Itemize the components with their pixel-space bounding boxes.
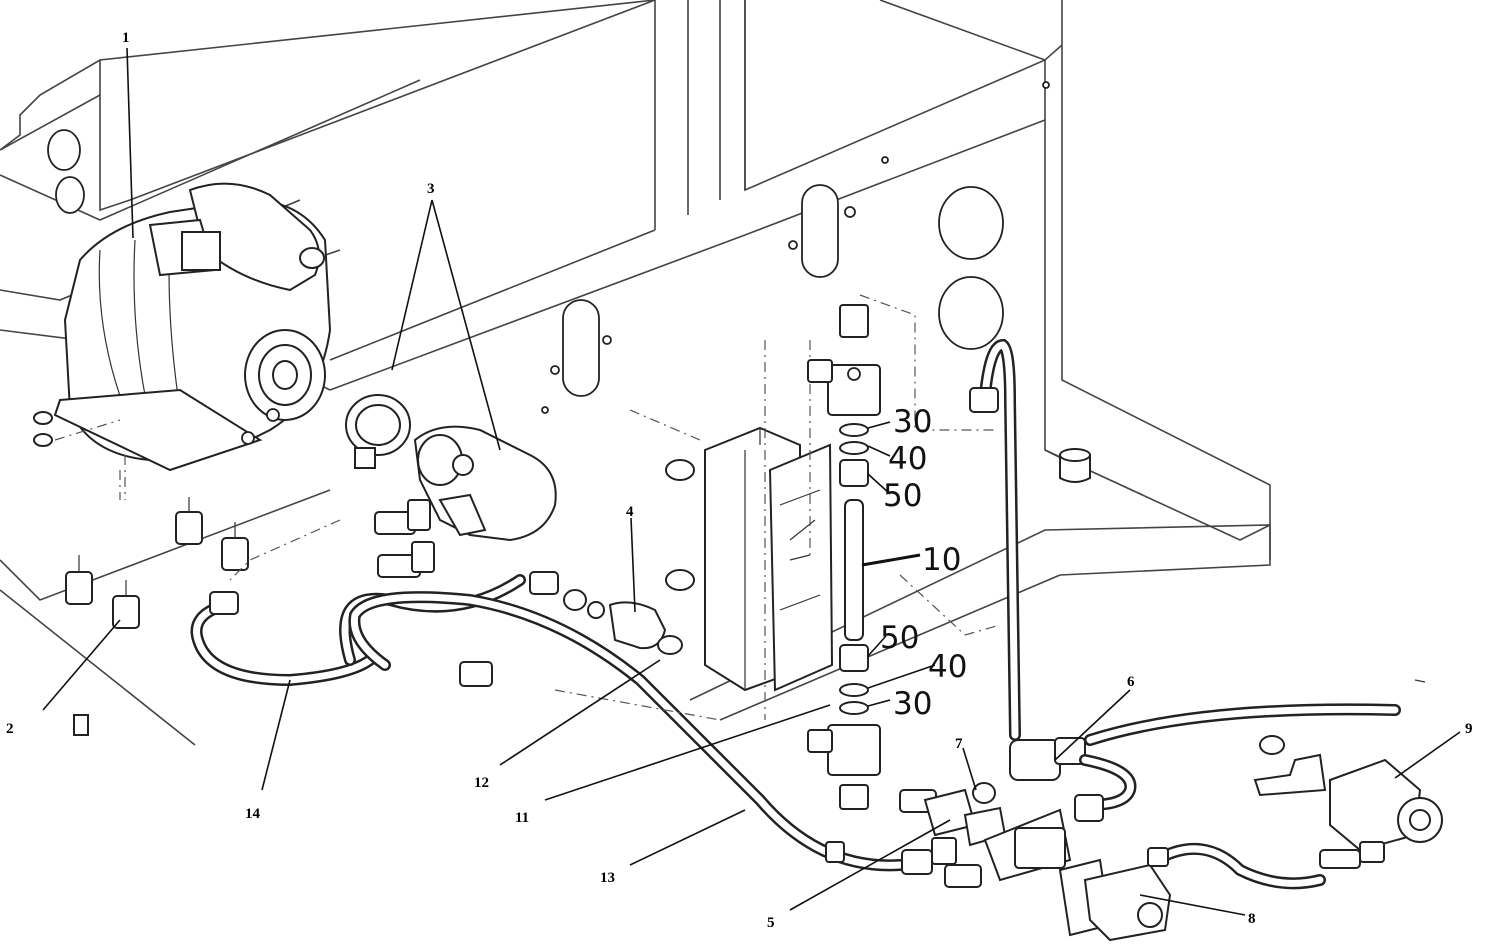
- large-part-labels: 30 40 50 10 50 40 30: [880, 404, 967, 722]
- label-bottom-30: 30: [893, 686, 932, 722]
- assembly-lines: [119, 409, 1426, 721]
- fitting-4: [563, 459, 695, 655]
- motor-washers: [33, 411, 126, 500]
- callout-8: 8: [1248, 911, 1256, 927]
- callout-2: 2: [6, 721, 14, 737]
- label-bottom-40: 40: [928, 649, 967, 685]
- hose-13: [348, 591, 933, 875]
- callout-13: 13: [600, 870, 615, 886]
- solenoid-valve-9: [1253, 735, 1443, 869]
- callout-5: 5: [767, 915, 775, 931]
- callout-12: 12: [474, 775, 489, 791]
- pump-head: [413, 425, 557, 542]
- fitting-6: [1009, 703, 1401, 822]
- callout-11: 11: [515, 810, 529, 826]
- tee-fitting-5: [899, 782, 1072, 888]
- pump-fittings: [374, 499, 435, 578]
- label-bottom-50: 50: [880, 620, 919, 656]
- callout-9: 9: [1465, 721, 1473, 737]
- rubber-feet: [65, 497, 249, 736]
- level-tube-assembly: [807, 294, 1001, 810]
- callout-6: 6: [1127, 674, 1135, 690]
- sight-gauge-bracket: [704, 340, 834, 720]
- callout-14: 14: [245, 806, 261, 822]
- label-10: 10: [922, 542, 961, 578]
- pump-motor: [53, 182, 332, 472]
- callout-4: 4: [626, 504, 634, 520]
- hose-14: [190, 571, 559, 687]
- callout-numbers: 1 3 4 2 14 12 11 13 5 7 6 8 9: [6, 30, 1473, 931]
- solenoid-valve-8: [1058, 842, 1326, 942]
- callout-3: 3: [427, 181, 435, 197]
- pump-clamp: [345, 394, 411, 469]
- label-top-50: 50: [883, 478, 922, 514]
- label-top-40: 40: [888, 441, 927, 477]
- leader-lines: [42, 47, 1461, 916]
- label-top-30: 30: [893, 404, 932, 440]
- vertical-pipe: [969, 338, 1021, 741]
- callout-1: 1: [122, 30, 130, 46]
- callout-7: 7: [955, 736, 963, 752]
